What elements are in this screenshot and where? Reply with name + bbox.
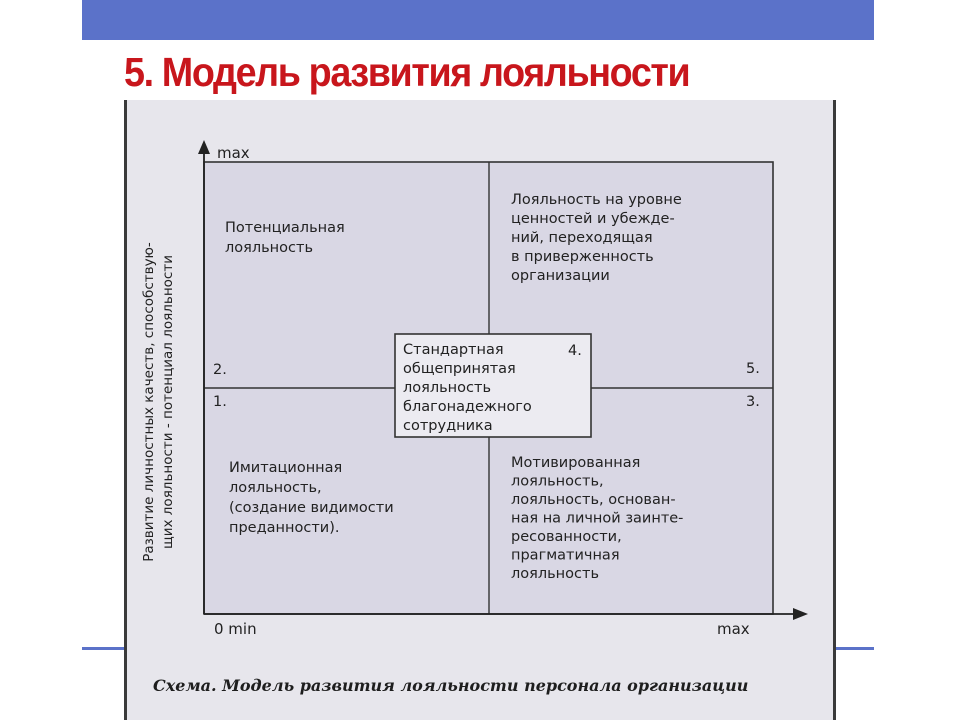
text-line: ценностей и убежде- <box>511 211 675 227</box>
diagram-scan: max max 0 min Развитие личностных качест… <box>124 100 836 720</box>
y-axis-label-line2: щих лояльности - потенциал лояльности <box>160 255 176 549</box>
slide-title: 5. Модель развития лояльности <box>124 49 691 95</box>
text-line: в приверженность <box>511 249 654 265</box>
text-line: ресованности, <box>511 529 622 545</box>
left-accent-line <box>82 647 128 650</box>
x-axis-arrow <box>793 608 808 620</box>
text-line: ний, переходящая <box>511 230 653 246</box>
quadrant-potential-loyalty: Потенциальная лояльность <box>225 220 345 256</box>
quadrant-number-4: 4. <box>568 343 582 359</box>
text-line: лояльность, <box>511 474 604 490</box>
diagram: max max 0 min Развитие личностных качест… <box>141 140 808 638</box>
quadrant-imitation-loyalty: Имитационная лояльность, (создание видимос… <box>229 460 394 536</box>
text-line: (создание видимости <box>229 500 394 516</box>
text-line: Имитационная <box>229 460 342 476</box>
x-axis-max-label: max <box>717 620 750 638</box>
origin-label: 0 min <box>214 620 257 638</box>
right-accent-line <box>836 647 874 650</box>
center-box <box>394 333 592 438</box>
y-axis-max-label: max <box>217 144 250 162</box>
text-line: преданности). <box>229 520 339 536</box>
text-line: Стандартная <box>403 342 504 358</box>
text-line: Мотивированная <box>511 455 640 471</box>
quadrant-number-2: 2. <box>213 362 227 378</box>
y-axis-arrow <box>198 140 210 154</box>
text-line: прагматичная <box>511 548 620 564</box>
quadrant-number-3: 3. <box>746 394 760 410</box>
quadrant-number-5: 5. <box>746 361 760 377</box>
center-standard-loyalty: Стандартная общепринятая лояльность благона… <box>403 342 532 434</box>
y-axis-label-line1: Развитие личностных качеств, способствую… <box>141 242 157 562</box>
text-line: Лояльность на уровне <box>511 192 682 208</box>
diagram-caption: Схема. Модель развития лояльности персон… <box>153 676 749 695</box>
text-line: общепринятая <box>403 361 516 377</box>
text-line: ная на личной заинте- <box>511 511 683 527</box>
text-line: лояльность <box>225 240 313 256</box>
text-line: лояльность, основан- <box>511 492 676 508</box>
quadrant-number-1: 1. <box>213 394 227 410</box>
top-accent-bar <box>82 0 874 40</box>
quadrant-motivated-loyalty: Мотивированная лояльность, лояльность, осн… <box>511 455 683 582</box>
text-line: лояльность, <box>229 480 322 496</box>
text-line: Потенциальная <box>225 220 345 236</box>
text-line: благонадежного <box>403 399 532 415</box>
text-line: организации <box>511 268 610 284</box>
text-line: сотрудника <box>403 418 493 434</box>
quadrant-value-loyalty: Лояльность на уровне ценностей и убежде-н… <box>511 192 682 284</box>
text-line: лояльность <box>403 380 491 396</box>
text-line: лояльность <box>511 566 599 582</box>
